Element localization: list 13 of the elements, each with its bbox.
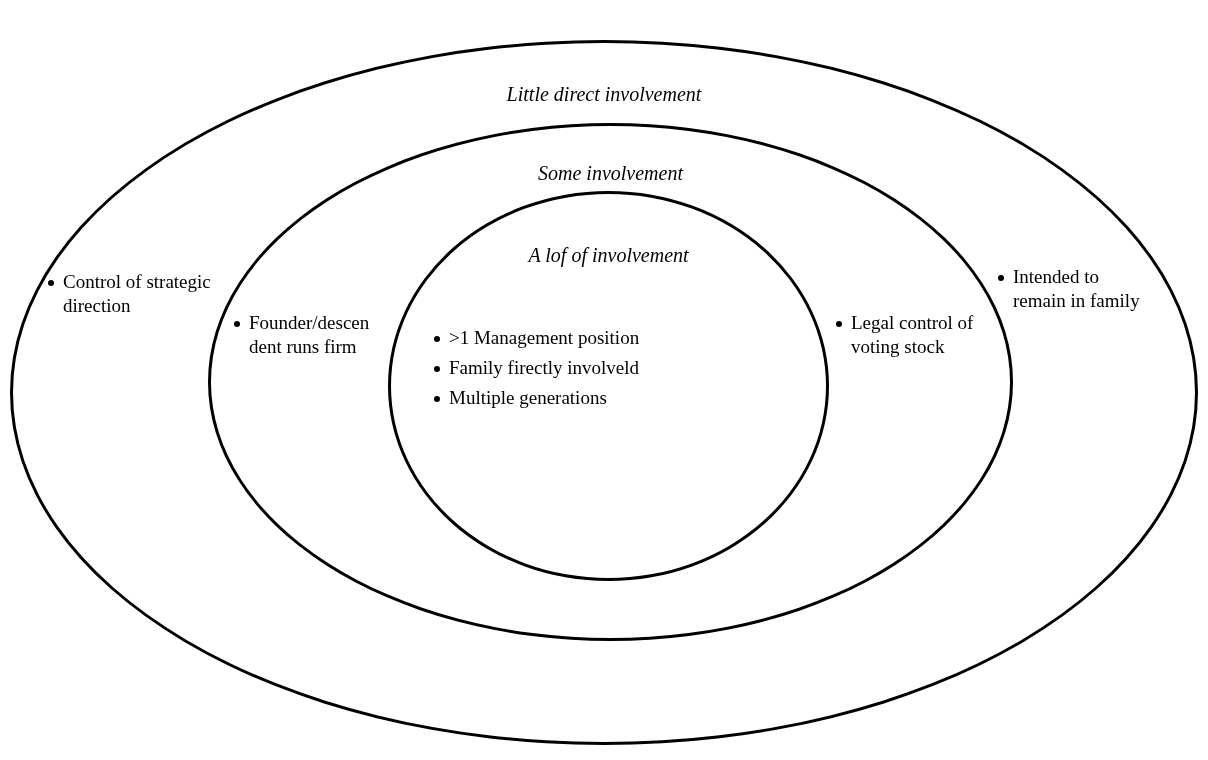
outer-ellipse [10,40,1198,745]
bullet-text: Control of strategic direction [45,270,215,318]
level-heading: A lof of involvement [526,244,690,267]
middle-ellipse [208,123,1013,641]
level-heading: Little direct involvement [505,83,703,106]
bullet-text: >1 Management position [431,326,789,350]
bullet-text: Legal control of voting stock [833,311,991,359]
bullet-text: Multiple generations [431,386,789,410]
bullet-text: Intended to remain in family [995,265,1155,313]
level-heading: Some involvement [537,162,685,185]
inner-circle [388,191,829,581]
bullet-text: Family firectly involveld [431,356,789,380]
bullet-text: Founder/descen dent runs firm [231,311,381,359]
